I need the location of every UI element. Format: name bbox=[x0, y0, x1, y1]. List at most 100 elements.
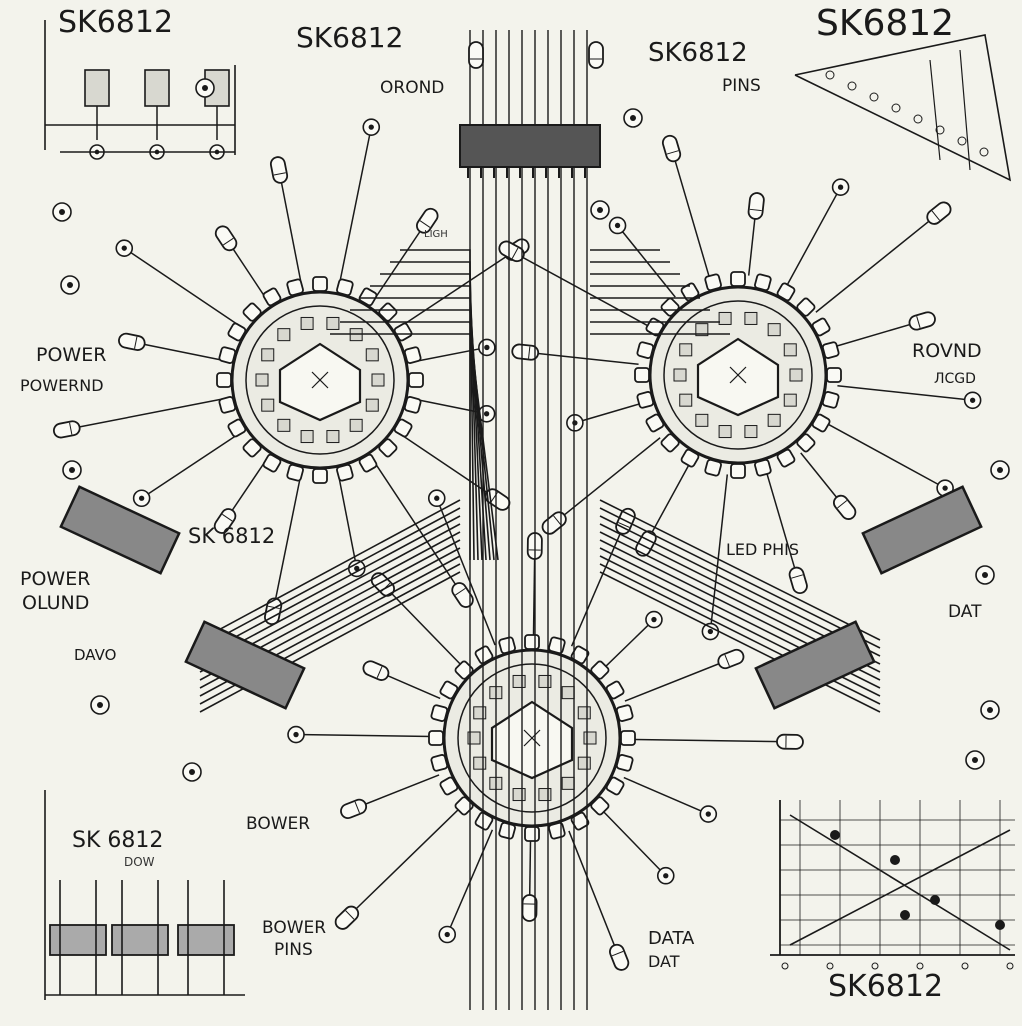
label-data-1: DATA bbox=[648, 928, 695, 949]
trace bbox=[525, 351, 639, 366]
led-component bbox=[717, 648, 745, 670]
chip-cell bbox=[473, 706, 487, 720]
chip-cell bbox=[512, 788, 526, 802]
triangle-dot bbox=[935, 125, 945, 135]
led-band bbox=[749, 208, 762, 212]
pad-hole bbox=[368, 124, 374, 130]
trace bbox=[374, 462, 464, 596]
chip-cell bbox=[277, 418, 291, 432]
chip-cell bbox=[679, 343, 693, 357]
pad-hole bbox=[972, 757, 978, 763]
chip-cell bbox=[473, 756, 487, 770]
bus-branch bbox=[360, 297, 487, 561]
label-olund: OLUND bbox=[22, 592, 90, 614]
chip-cell bbox=[718, 311, 732, 325]
die-mark bbox=[729, 366, 747, 384]
led-band bbox=[916, 316, 921, 328]
triangle-diagram bbox=[794, 34, 1012, 182]
chip-cell bbox=[673, 368, 687, 382]
bus-branch bbox=[350, 309, 491, 561]
led-band bbox=[553, 515, 562, 526]
trace bbox=[833, 320, 923, 348]
chip-cell bbox=[349, 418, 363, 432]
pad-hole bbox=[705, 811, 711, 817]
label-bower-pins-2: PINS bbox=[274, 940, 313, 960]
led-band bbox=[273, 172, 286, 176]
label-orond: OROND bbox=[380, 78, 445, 98]
pad-hole bbox=[614, 222, 621, 229]
led-component bbox=[511, 343, 540, 361]
chip-cell bbox=[255, 373, 269, 387]
trace bbox=[574, 402, 643, 424]
led-band bbox=[791, 574, 804, 579]
pad-hole bbox=[202, 85, 208, 91]
pad-hole bbox=[997, 467, 1003, 473]
chip-cell bbox=[277, 328, 291, 342]
pad-hole bbox=[630, 115, 636, 121]
graph-series bbox=[789, 829, 1011, 946]
led-body bbox=[118, 332, 146, 351]
led-body bbox=[334, 905, 360, 930]
chip-cell bbox=[365, 398, 379, 412]
chip-cell bbox=[326, 430, 340, 444]
chip-pin bbox=[312, 468, 328, 484]
led-band bbox=[511, 247, 519, 259]
led-chip-ring bbox=[663, 300, 813, 450]
trace bbox=[765, 470, 799, 581]
led-band bbox=[724, 654, 730, 667]
led-body bbox=[926, 201, 952, 225]
led-band bbox=[837, 500, 848, 509]
bus-branch bbox=[199, 507, 461, 649]
label-data-2: DAT bbox=[648, 952, 680, 971]
led-body bbox=[588, 41, 604, 69]
led-component bbox=[747, 192, 765, 220]
graph-tick bbox=[961, 962, 969, 970]
led-band bbox=[134, 336, 138, 349]
led-body bbox=[52, 420, 81, 439]
triangle-dot bbox=[979, 147, 989, 157]
led-component bbox=[415, 207, 439, 234]
pad-hole bbox=[354, 565, 360, 572]
led-band bbox=[419, 220, 431, 228]
label-ligh: LIGH bbox=[424, 229, 448, 240]
led-band bbox=[354, 801, 360, 814]
title-bottom-right: SK6812 bbox=[828, 969, 944, 1004]
led-component bbox=[214, 225, 238, 252]
title-pins: SK6812 bbox=[648, 38, 748, 68]
label-round: ROVND bbox=[912, 340, 982, 362]
led-band bbox=[376, 666, 383, 678]
trace bbox=[141, 434, 238, 499]
trace bbox=[570, 521, 627, 647]
trace bbox=[346, 807, 461, 919]
led-body bbox=[340, 798, 368, 819]
resistor bbox=[84, 69, 110, 107]
bus-branch bbox=[599, 499, 881, 641]
led-component bbox=[340, 798, 368, 819]
led-chip-ring bbox=[457, 663, 607, 813]
label-sk-mid-left: SK 6812 bbox=[188, 524, 276, 548]
led-band bbox=[611, 950, 624, 957]
chip-cell bbox=[789, 368, 803, 382]
triangle-dot bbox=[825, 70, 835, 80]
chip-cell bbox=[783, 343, 797, 357]
die-mark bbox=[311, 371, 329, 389]
bus-branch bbox=[599, 571, 881, 713]
chip-pin bbox=[730, 271, 746, 287]
graph-tick bbox=[916, 962, 924, 970]
resistor bbox=[144, 69, 170, 107]
led-body bbox=[468, 41, 484, 69]
chip-cell bbox=[467, 731, 481, 745]
label-power-left: POWER bbox=[36, 344, 107, 366]
trace bbox=[601, 809, 667, 877]
bus-branch bbox=[370, 285, 483, 561]
led-band bbox=[528, 346, 531, 359]
led-body bbox=[908, 311, 936, 331]
led-component bbox=[118, 332, 146, 351]
pad-hole bbox=[837, 184, 844, 190]
chip-cell bbox=[326, 316, 340, 330]
triangle-dot bbox=[847, 81, 857, 91]
pad-hole bbox=[484, 344, 490, 351]
chip-pin bbox=[408, 372, 424, 388]
led-component bbox=[334, 905, 360, 930]
pad-hole bbox=[483, 411, 490, 417]
